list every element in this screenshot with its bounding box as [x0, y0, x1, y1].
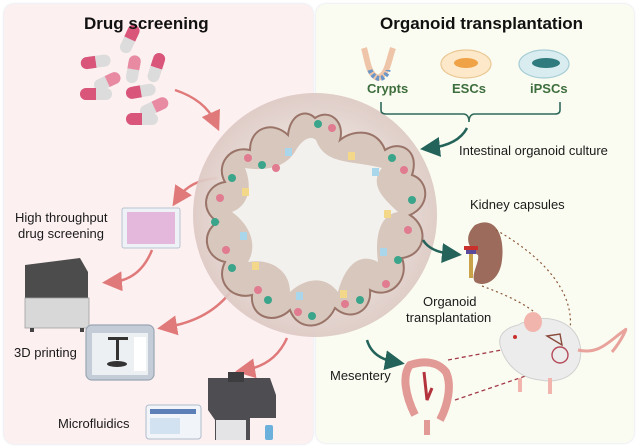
organoid-transplantation-label-line1: Organoid: [423, 294, 477, 309]
organoid-transplantation-label-line2: transplantation: [406, 310, 492, 325]
arrow-plate-to-robot: [102, 249, 154, 292]
arrow-organoid-to-microfluidics: [235, 337, 289, 379]
pink-arrows: [102, 88, 289, 379]
3d-printing-label: 3D printing: [14, 345, 77, 360]
source-escs-label: ESCs: [452, 81, 486, 96]
arrow-organoid-to-mesentery: [365, 339, 405, 371]
arrow-culture-to-organoid: [420, 127, 469, 157]
mesentery-label: Mesentery: [330, 368, 391, 383]
green-arrows: [365, 127, 469, 371]
mesentery-intestine-icon: [401, 358, 453, 435]
intestinal-organoid-culture-label: Intestinal organoid culture: [459, 143, 608, 158]
microfluidics-label: Microfluidics: [58, 416, 130, 431]
mouse-icon: [499, 312, 628, 394]
microfluidics-icon: [145, 372, 276, 440]
arrow-organoid-to-printer: [157, 289, 234, 336]
source-ipscs-label: iPSCs: [530, 81, 568, 96]
well-plate-icon: [121, 207, 181, 249]
kidney-icon: [464, 222, 503, 284]
3d-printer-icon: [85, 324, 155, 381]
source-brace: [380, 102, 561, 123]
high-throughput-label-line2: drug screening: [18, 226, 104, 241]
arrow-organoid-to-kidney: [421, 239, 462, 264]
crypt-icon: [361, 46, 396, 82]
screening-robot-icon: [24, 258, 90, 332]
drug-screening-title: Drug screening: [84, 14, 209, 33]
ipsc-dish-icon: [518, 49, 570, 79]
source-crypts-label: Crypts: [367, 81, 409, 96]
arrow-pills-to-organoid: [174, 88, 220, 132]
organoid-transplantation-title: Organoid transplantation: [380, 14, 584, 33]
kidney-capsules-label: Kidney capsules: [470, 197, 565, 212]
intestinal-organoid-icon: [205, 112, 427, 327]
esc-dish-icon: [440, 49, 492, 79]
high-throughput-label-line1: High throughput: [15, 210, 108, 225]
capsule-pills-icon: [80, 24, 169, 125]
